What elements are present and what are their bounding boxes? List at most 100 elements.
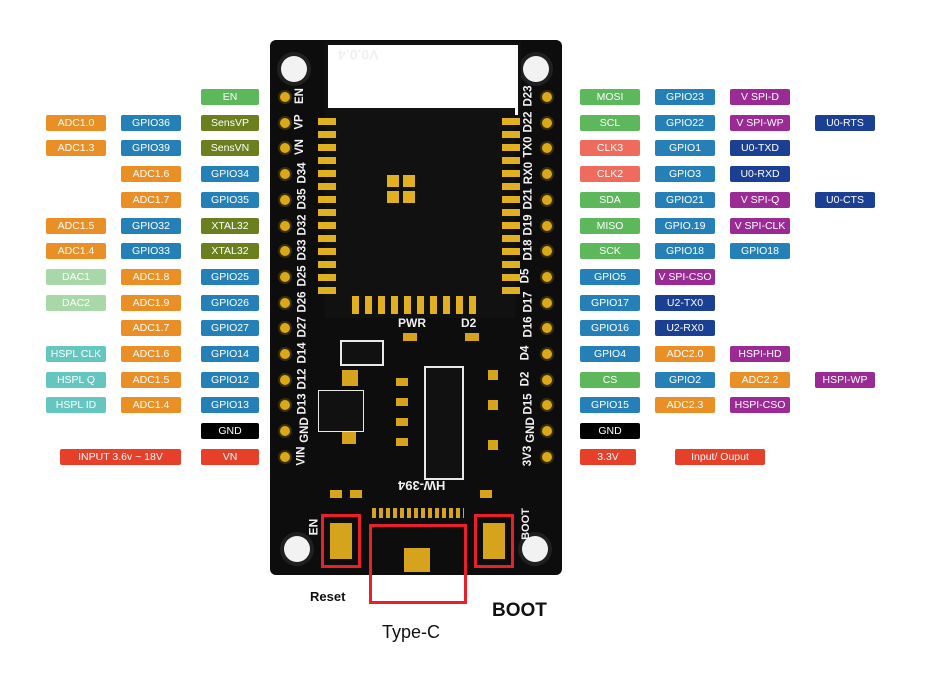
pin-silk-d14: D14 [296, 342, 309, 364]
right-pin-tag-gpio18: GPIO18 [730, 243, 790, 260]
pin-silk-d15: D15 [522, 393, 535, 415]
module-pad-right [502, 196, 520, 203]
module-pad-left [318, 222, 336, 229]
header-pin [280, 143, 290, 154]
smd-component [396, 398, 408, 406]
right-pin-tag-miso: MISO [580, 217, 640, 234]
left-pin-tag-gpio13: GPIO13 [201, 397, 259, 414]
pin-silk-tx0: TX0 [522, 136, 535, 158]
right-pin-tag-v-spi-wp: V SPI-WP [730, 114, 790, 131]
module-pad-bottom [391, 296, 398, 314]
pin-silk-d35: D35 [296, 188, 309, 210]
right-pin-tag-hspi-hd: HSPI-HD [730, 346, 790, 362]
right-pin-tag-gpio1: GPIO1 [655, 140, 715, 157]
header-pin [280, 374, 290, 385]
header-pin [280, 297, 290, 308]
left-pin-tag-adc1-7: ADC1.7 [121, 191, 181, 208]
header-pin [280, 246, 290, 257]
right-pin-tag-v-spi-d: V SPI-D [730, 89, 790, 105]
left-pin-tag-adc1-6: ADC1.6 [121, 346, 181, 362]
right-pin-tag-hspi-cso: HSPI-CSO [730, 397, 790, 414]
module-pad-left [318, 157, 336, 164]
header-pin [542, 323, 552, 334]
left-pin-tag-gpio25: GPIO25 [201, 268, 259, 285]
module-pad-left [318, 274, 336, 281]
header-pin [280, 117, 290, 128]
header-pin [542, 143, 552, 154]
voltage-regulator [340, 340, 384, 366]
pin-silk-d27: D27 [296, 316, 309, 338]
right-pin-tag-gpio16: GPIO16 [580, 320, 640, 337]
smd-component [350, 490, 362, 498]
header-pin [542, 451, 552, 462]
left-pin-tag-gnd: GND [201, 423, 259, 440]
pin-silk-3v3: 3V3 [522, 445, 535, 467]
pin-silk-d4: D4 [519, 345, 532, 361]
center-pad [403, 191, 415, 203]
right-pin-tag-u0-txd: U0-TXD [730, 140, 790, 157]
right-pin-tag-v-spi-cso: V SPI-CSO [655, 268, 715, 285]
pin-silk-d19: D19 [522, 213, 535, 236]
header-pin [542, 400, 552, 411]
boot-button[interactable] [474, 514, 514, 568]
left-pin-tag-hspl-id: HSPL ID [46, 397, 106, 414]
left-pin-tag-hspl-q: HSPL Q [46, 371, 106, 388]
header-pin [280, 194, 290, 205]
d2-led-label: D2 [461, 316, 477, 330]
right-pin-tag-gpio3: GPIO3 [655, 166, 715, 183]
right-pin-tag-3-3v: 3.3V [580, 448, 636, 465]
left-pin-tag-adc1-7: ADC1.7 [121, 320, 181, 337]
smd-component [488, 440, 498, 450]
header-pin [280, 220, 290, 231]
right-pin-tag-input-ouput: Input/ Ouput [675, 448, 765, 465]
right-pin-tag-cs: CS [580, 371, 640, 388]
left-pin-tag-adc1-9: ADC1.9 [121, 294, 181, 311]
header-pin [542, 92, 552, 102]
right-pin-tag-adc2-2: ADC2.2 [730, 371, 790, 388]
left-pin-tag-gpio35: GPIO35 [201, 191, 259, 208]
module-pad-left [318, 235, 336, 242]
pin-silk-d17: D17 [522, 291, 535, 313]
pin-silk-en: EN [293, 88, 306, 104]
pin-silk-d16: D16 [522, 316, 535, 338]
usb-port-pads [372, 508, 464, 518]
right-pin-tag-gpio17: GPIO17 [580, 294, 640, 311]
right-pin-tag-clk2: CLK2 [580, 166, 640, 183]
smd-component [396, 378, 408, 386]
boot-button-silk: BOOT [519, 508, 532, 540]
header-pin [542, 297, 552, 308]
left-pin-tag-vn: VN [201, 448, 259, 465]
module-pad-right [502, 209, 520, 216]
reset-button[interactable] [321, 514, 361, 568]
usb-serial-chip [424, 366, 464, 480]
type-c-port[interactable] [369, 524, 467, 604]
mounting-hole-bottom-left [284, 536, 310, 562]
smd-component [480, 490, 492, 498]
module-pad-bottom [378, 296, 385, 314]
module-pad-bottom [417, 296, 424, 314]
left-pin-tag-en: EN [201, 89, 259, 105]
pin-silk-gnd: GND [524, 417, 537, 443]
right-pin-tag-scl: SCL [580, 114, 640, 131]
right-pin-tag-u0-cts: U0-CTS [815, 191, 875, 208]
module-pad-left [318, 183, 336, 190]
pin-silk-d26: D26 [296, 291, 309, 313]
smd-component [342, 432, 356, 444]
pin-silk-d23: D23 [522, 85, 535, 107]
right-pin-tag-gpio2: GPIO2 [655, 371, 715, 388]
pin-silk-vin: VIN [295, 446, 308, 466]
board-model-label: HW-394 [398, 478, 446, 493]
pin-silk-d13: D13 [296, 393, 309, 415]
mounting-hole-bottom-right [522, 536, 548, 562]
center-pad [387, 191, 399, 203]
smd-component [396, 438, 408, 446]
left-pin-tag-adc1-4: ADC1.4 [121, 397, 181, 414]
header-pin [542, 426, 552, 437]
pin-silk-vp: VP [293, 114, 306, 130]
pin-silk-vn: VN [293, 139, 306, 156]
right-pin-tag-gpio4: GPIO4 [580, 346, 640, 362]
pin-silk-gnd: GND [298, 417, 311, 443]
module-pad-right [502, 144, 520, 151]
reset-caption: Reset [310, 589, 346, 604]
pin-silk-d32: D32 [296, 213, 309, 236]
